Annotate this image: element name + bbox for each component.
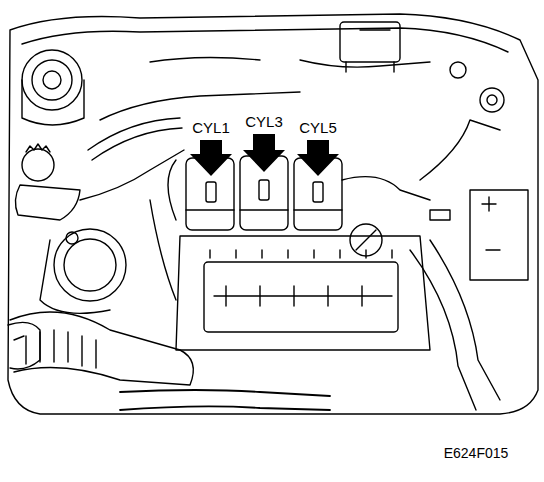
cylinder-label: CYL5	[299, 120, 337, 135]
cylinder-label: CYL1	[192, 120, 230, 135]
figure-code: E624F015	[444, 446, 509, 460]
cylinder-label: CYL3	[245, 114, 283, 129]
